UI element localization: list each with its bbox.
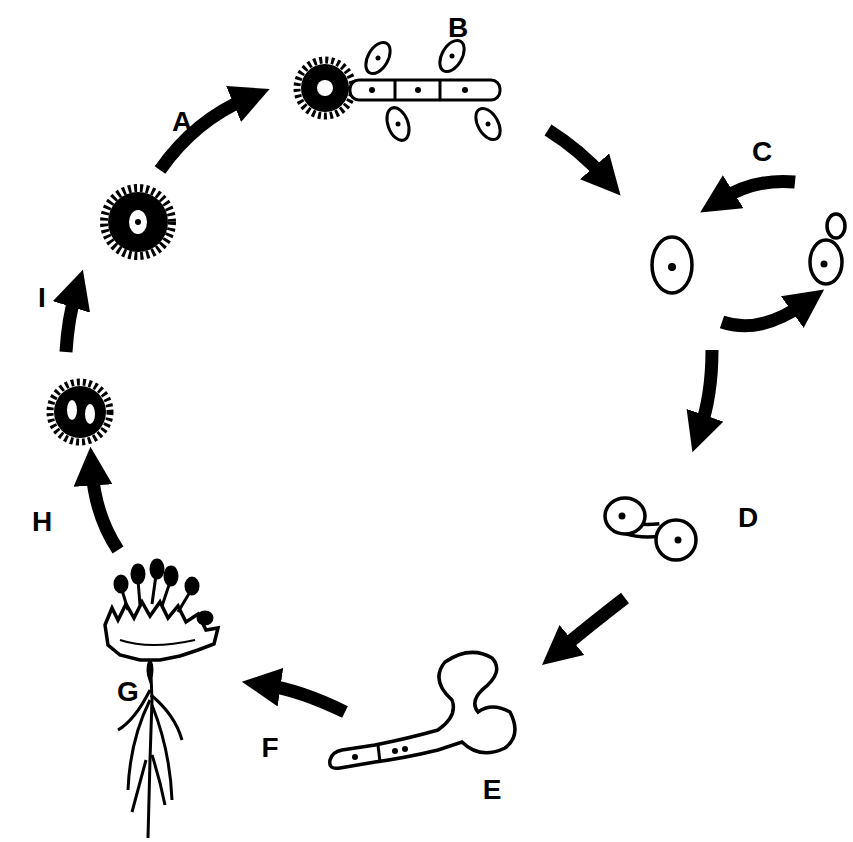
stage-letter: E	[483, 776, 502, 804]
conjugating-cells	[605, 498, 696, 560]
sporidium	[652, 237, 692, 293]
cycle-arrow	[265, 685, 345, 712]
stage-letter: A	[172, 108, 192, 136]
stage-letter: D	[738, 504, 758, 532]
budding-sporidium	[810, 214, 845, 284]
stage-letter: G	[117, 678, 139, 706]
teliospore	[104, 188, 172, 256]
cycle-arrow	[700, 350, 712, 430]
stage-letter: I	[38, 284, 46, 312]
young-spore	[50, 382, 110, 442]
stage-letter: C	[752, 138, 772, 166]
dikaryotic-hypha	[330, 652, 515, 768]
cycle-arrow	[720, 181, 795, 200]
stage-letter: H	[32, 508, 52, 536]
cycle-arrows	[66, 98, 805, 712]
germinating-spore	[297, 36, 505, 143]
carnation-plant	[105, 560, 218, 838]
cycle-arrow	[92, 470, 118, 550]
cycle-arrow	[66, 292, 76, 352]
cycle-arrow	[560, 598, 625, 650]
cycle-arrow	[160, 98, 248, 170]
cycle-arrow	[722, 303, 805, 326]
stage-letter: B	[448, 14, 468, 42]
cycle-arrow	[548, 130, 605, 178]
stage-letter: F	[261, 734, 278, 762]
